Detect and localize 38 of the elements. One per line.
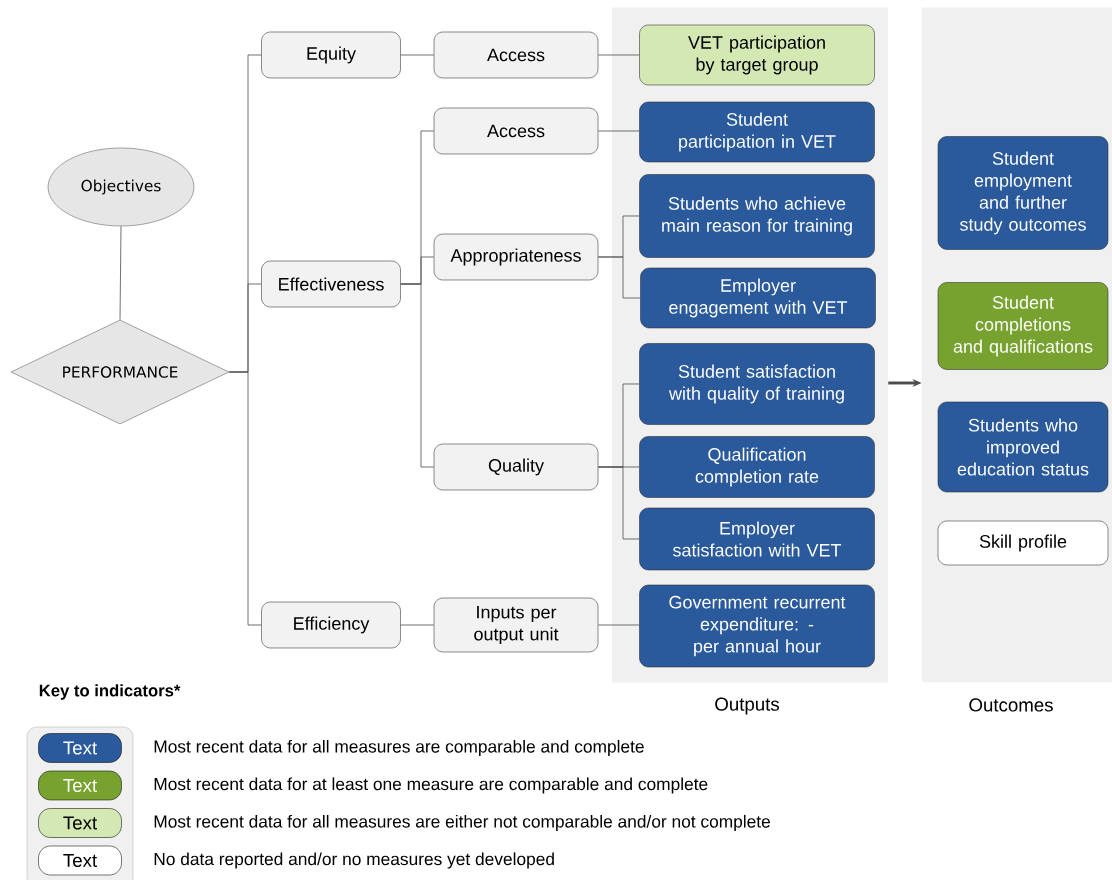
key-heading: Key to indicators* [39, 684, 181, 700]
connector-line [597, 624, 640, 626]
category-box: Appropriateness [433, 233, 599, 281]
legend-text: No data reported and/or no measures yet developed [154, 852, 554, 869]
indicator-box: Skill profile [937, 520, 1109, 566]
category-box: Quality [433, 443, 599, 491]
legend-text: Most recent data for at least one measure are comparable and complete [154, 777, 708, 794]
indicator-box: Government recurrent expenditure: - per annual hour [639, 584, 875, 668]
indicator-box: VET participation by target group [639, 24, 875, 86]
connector-line [400, 54, 435, 56]
indicator-box: Students who improved education status [937, 401, 1109, 493]
category-box: Inputs per output unit [433, 597, 599, 653]
connector-line [400, 624, 435, 626]
column-label: Outputs [715, 697, 779, 715]
indicator-box: Student participation in VET [639, 101, 875, 163]
category-box: Equity [261, 31, 401, 79]
legend-text: Most recent data for all measures are comparable and complete [154, 739, 644, 757]
legend-text: Most recent data for all measures are either not comparable and/or not complete [154, 814, 770, 832]
connector-line [119, 225, 122, 321]
category-box: Efficiency [261, 601, 401, 649]
diamond-node: PERFORMANCE [10, 319, 230, 425]
connector-line [228, 371, 262, 626]
connector-line [400, 283, 435, 468]
indicator-box: Employer satisfaction with VET [639, 507, 875, 571]
connector-line [597, 130, 640, 132]
category-box: Effectiveness [261, 260, 401, 308]
connector-line [597, 54, 640, 56]
indicator-box: Employer engagement with VET [640, 267, 876, 329]
indicator-box: Student satisfaction with quality of training [639, 343, 875, 425]
indicator-box: Qualification completion rate [639, 436, 875, 498]
indicator-box: Student employment and further study outcomes [937, 136, 1109, 250]
category-box: Access [433, 107, 599, 155]
category-box: Access [433, 31, 599, 79]
indicator-box: Student completions and qualifications [937, 282, 1109, 370]
connector-line [597, 256, 641, 299]
column-label: Outcomes [969, 698, 1053, 712]
connector-line [597, 466, 640, 540]
indicator-box: Students who achieve main reason for training [639, 174, 875, 258]
